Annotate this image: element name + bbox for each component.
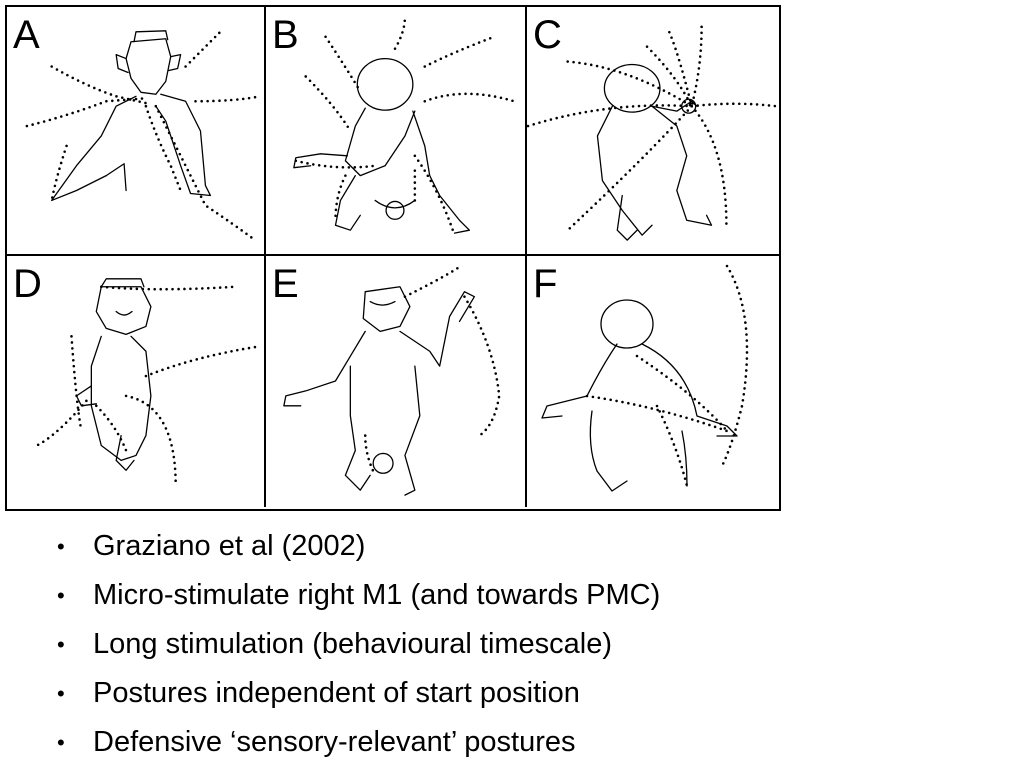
bullet-item: • Graziano et al (2002) <box>55 522 660 571</box>
panel-e: E <box>266 256 527 507</box>
panel-a: A <box>7 7 266 256</box>
panel-label: F <box>533 262 558 306</box>
panel-f: F <box>527 256 779 507</box>
panel-label: D <box>13 262 42 306</box>
monkey-drawing-c <box>527 25 778 241</box>
bullet-item: • Defensive ‘sensory-relevant’ postures <box>55 718 660 767</box>
panel-c: C <box>527 7 779 256</box>
bullet-item: • Long stimulation (behavioural timescale… <box>55 620 660 669</box>
bullet-list: • Graziano et al (2002) • Micro-stimulate … <box>55 522 660 767</box>
bullet-item: • Micro-stimulate right M1 (and towards P… <box>55 571 660 620</box>
monkey-drawing-f <box>541 264 749 492</box>
bullet-item: • Postures independent of start position <box>55 669 660 718</box>
monkey-drawing-d <box>35 278 262 487</box>
monkey-drawing-e <box>283 265 501 496</box>
bullet-marker: • <box>57 681 65 706</box>
panel-label: E <box>272 262 299 306</box>
bullet-marker: • <box>57 730 65 755</box>
panel-b: B <box>266 7 527 256</box>
panel-label: C <box>533 13 562 57</box>
bullet-text: Graziano et al (2002) <box>93 530 366 562</box>
bullet-text: Defensive ‘sensory-relevant’ postures <box>93 726 576 758</box>
bullet-marker: • <box>57 583 65 608</box>
panel-d: D <box>7 256 266 507</box>
monkey-drawing-b <box>293 15 516 237</box>
bullet-text: Long stimulation (behavioural timescale) <box>93 628 613 660</box>
posture-figure: A B <box>5 5 781 511</box>
bullet-marker: • <box>57 632 65 657</box>
bullet-text: Postures independent of start position <box>93 677 580 709</box>
monkey-drawing-a <box>25 30 262 242</box>
bullet-text: Micro-stimulate right M1 (and towards PM… <box>93 579 661 611</box>
bullet-marker: • <box>57 534 65 559</box>
panel-label: B <box>272 13 299 57</box>
panel-label: A <box>13 13 40 57</box>
